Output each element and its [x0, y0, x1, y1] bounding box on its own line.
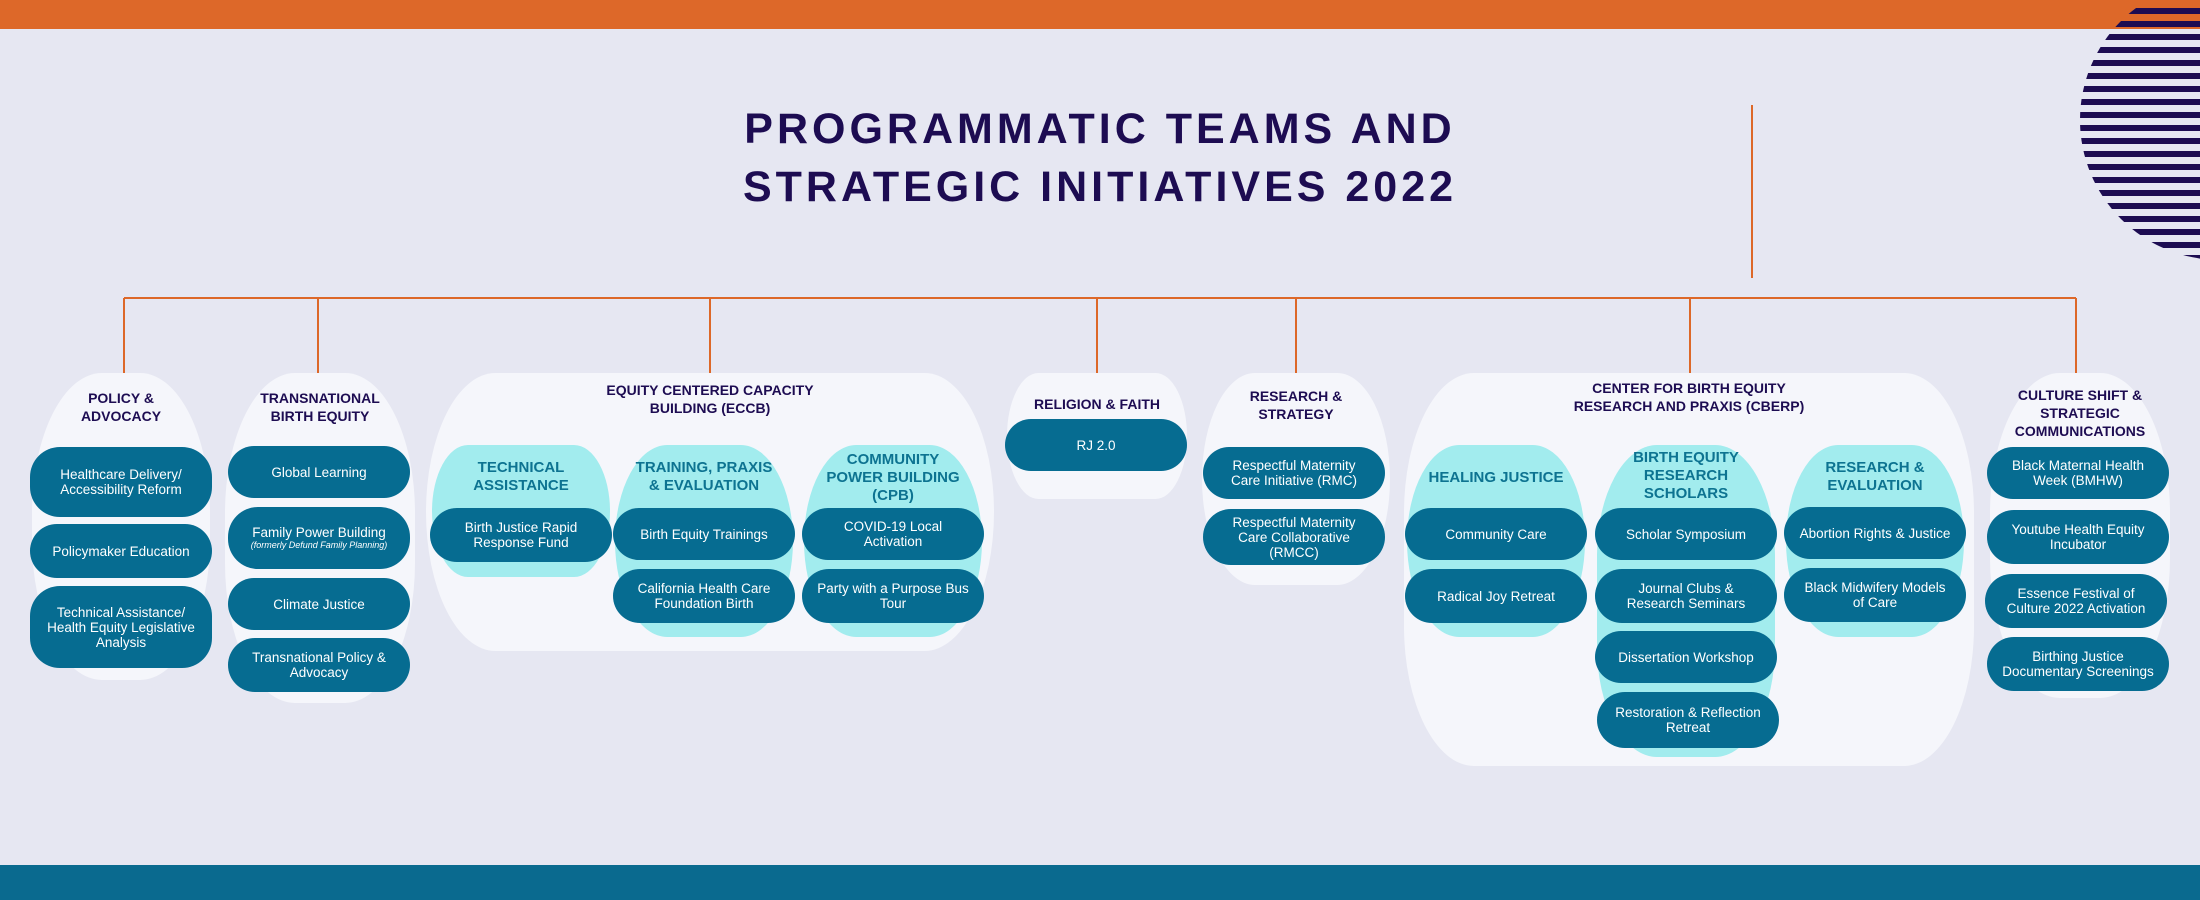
decoration-stripe [2080, 99, 2200, 105]
decoration-stripe [2080, 112, 2200, 118]
subgroup-title-healing: HEALING JUSTICE [1428, 469, 1564, 486]
decoration-stripe [2080, 242, 2200, 248]
subgroup-title-line: EVALUATION [1827, 477, 1923, 494]
pill-youtube-incubator: Youtube Health Equity Incubator [1987, 510, 2169, 564]
subgroup-title-line: BIRTH EQUITY [1633, 449, 1739, 466]
group-title-line: BUILDING (ECCB) [649, 400, 771, 416]
subgroup-title-line: ASSISTANCE [473, 477, 569, 494]
group-title-line: ADVOCACY [80, 408, 162, 424]
top-accent-bar [0, 0, 2200, 29]
decoration-stripe [2080, 138, 2200, 144]
pill-global-learning: Global Learning [228, 446, 410, 498]
group-title-line: RESEARCH & [1249, 388, 1343, 404]
decoration-stripe [2080, 255, 2200, 260]
group-title-cberp: CENTER FOR BIRTH EQUITY RESEARCH AND PRA… [1404, 379, 1974, 415]
group-title-line: CULTURE SHIFT & [2017, 387, 2143, 403]
decoration-stripe [2080, 8, 2200, 14]
group-title-line: BIRTH EQUITY [270, 408, 370, 424]
pill-birth-equity-trainings: Birth Equity Trainings [613, 508, 795, 560]
pill-essence-festival: Essence Festival of Culture 2022 Activat… [1985, 574, 2167, 628]
pill-journal-clubs: Journal Clubs & Research Seminars [1595, 569, 1777, 623]
subgroup-title-line: RESEARCH & [1825, 459, 1925, 476]
pill-healthcare-delivery: Healthcare Delivery/ Accessibility Refor… [30, 447, 212, 517]
pill-family-power-building: Family Power Building (formerly Defund F… [228, 507, 410, 569]
subgroup-title-cpb: COMMUNITY POWER BUILDING (CPB) [804, 451, 982, 505]
pill-birth-justice-fund: Birth Justice Rapid Response Fund [430, 508, 612, 562]
group-title-culture: CULTURE SHIFT & STRATEGIC COMMUNICATIONS [1990, 386, 2170, 440]
pill-radical-joy-retreat: Radical Joy Retreat [1405, 569, 1587, 623]
subgroup-title-line: COMMUNITY [846, 451, 940, 468]
subgroup-title-line: (CPB) [872, 487, 914, 504]
pill-restoration-retreat: Restoration & Reflection Retreat [1597, 692, 1779, 748]
striped-semicircle-decoration [2080, 8, 2200, 274]
pill-bmhw: Black Maternal Health Week (BMHW) [1987, 447, 2169, 499]
decoration-stripe [2080, 229, 2200, 235]
pill-california-health-care: California Health Care Foundation Birth [613, 569, 795, 623]
bottom-accent-bar [0, 865, 2200, 900]
decoration-stripe [2080, 216, 2200, 222]
page-title-line-1: PROGRAMMATIC TEAMS AND [744, 105, 1456, 153]
subgroup-title-line: TRAINING, PRAXIS [635, 459, 773, 476]
pill-label: Family Power Building [252, 525, 386, 540]
group-title-religion: RELIGION & FAITH [1034, 396, 1160, 412]
pill-community-care: Community Care [1405, 508, 1587, 560]
page-title-line-2: STRATEGIC INITIATIVES 2022 [742, 163, 1458, 211]
group-title-line: STRATEGY [1258, 406, 1334, 422]
group-title-line: EQUITY CENTERED CAPACITY [606, 382, 814, 398]
subgroup-title-technical: TECHNICAL ASSISTANCE [432, 459, 610, 495]
group-title-line: CENTER FOR BIRTH EQUITY [1592, 380, 1786, 396]
subgroup-title-line: TECHNICAL [477, 459, 565, 476]
subgroup-title-line: & EVALUATION [648, 477, 760, 494]
decoration-stripe [2080, 190, 2200, 196]
group-title-line: COMMUNICATIONS [2014, 423, 2146, 439]
decoration-stripe [2080, 203, 2200, 209]
subgroup-title-line: SCHOLARS [1643, 485, 1729, 502]
pill-party-purpose-bus: Party with a Purpose Bus Tour [802, 569, 984, 623]
pill-rmc: Respectful Maternity Care Initiative (RM… [1203, 447, 1385, 499]
pill-abortion-rights: Abortion Rights & Justice [1784, 507, 1966, 559]
group-title-line: STRATEGIC [2040, 405, 2120, 421]
pill-dissertation-workshop: Dissertation Workshop [1595, 631, 1777, 683]
decoration-stripe [2080, 151, 2200, 157]
pill-scholar-symposium: Scholar Symposium [1595, 508, 1777, 560]
subgroup-title-evaluation: RESEARCH & EVALUATION [1786, 459, 1964, 495]
decoration-stripe [2080, 73, 2200, 79]
pill-rmcc: Respectful Maternity Care Collaborative … [1203, 509, 1385, 565]
decoration-stripe [2080, 164, 2200, 170]
pill-policymaker-education: Policymaker Education [30, 524, 212, 578]
group-title-research-strategy: RESEARCH & STRATEGY [1202, 387, 1390, 423]
subgroup-title-scholars: BIRTH EQUITY RESEARCH SCHOLARS [1597, 449, 1775, 503]
group-title-policy-advocacy: POLICY & ADVOCACY [32, 389, 210, 425]
pill-covid-activation: COVID-19 Local Activation [802, 508, 984, 560]
page-title: PROGRAMMATIC TEAMS AND STRATEGIC INITIAT… [600, 100, 1600, 216]
pill-note: (formerly Defund Family Planning) [250, 540, 388, 550]
decoration-stripe [2080, 177, 2200, 183]
decoration-stripe [2080, 21, 2200, 27]
group-title-line: POLICY & [88, 390, 154, 406]
decoration-stripe [2080, 125, 2200, 131]
group-title-eccb: EQUITY CENTERED CAPACITY BUILDING (ECCB) [426, 381, 994, 417]
pill-black-midwifery: Black Midwifery Models of Care [1784, 568, 1966, 622]
group-title-line: RESEARCH AND PRAXIS (CBERP) [1573, 398, 1805, 414]
decoration-stripe [2080, 34, 2200, 40]
group-title-transnational: TRANSNATIONAL BIRTH EQUITY [225, 389, 415, 425]
pill-technical-assistance-legislative: Technical Assistance/ Health Equity Legi… [30, 586, 212, 668]
pill-transnational-policy: Transnational Policy & Advocacy [228, 638, 410, 692]
group-title-line: TRANSNATIONAL [260, 390, 380, 406]
subgroup-title-line: POWER BUILDING [826, 469, 960, 486]
pill-birthing-justice: Birthing Justice Documentary Screenings [1987, 637, 2169, 691]
subgroup-title-line: RESEARCH [1643, 467, 1729, 484]
pill-climate-justice: Climate Justice [228, 578, 410, 630]
decoration-stripe [2080, 86, 2200, 92]
pill-rj-2: RJ 2.0 [1005, 419, 1187, 471]
subgroup-title-training: TRAINING, PRAXIS & EVALUATION [615, 459, 793, 495]
decoration-stripe [2080, 60, 2200, 66]
decoration-stripe [2080, 268, 2200, 274]
decoration-stripe [2080, 47, 2200, 53]
